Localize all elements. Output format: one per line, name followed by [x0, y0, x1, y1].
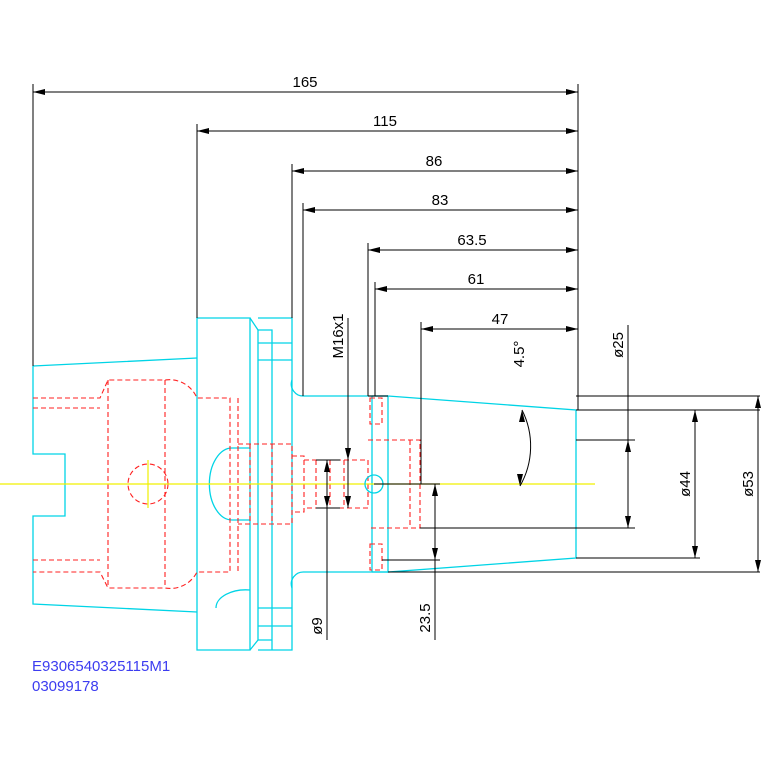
label-86: 86	[426, 153, 443, 170]
set-screw-top	[369, 397, 383, 425]
label-dia25: ø25	[610, 332, 627, 358]
dia-extension-lines	[368, 395, 760, 573]
shank-bore-hidden	[33, 379, 231, 589]
angle-arc	[519, 409, 532, 487]
label-dia9: ø9	[309, 617, 326, 635]
part-code: E9306540325115M1	[32, 658, 170, 675]
dimension-labels: 165 115 86 83 63.5 61 47 4.5° M16x1 ø25 …	[292, 74, 757, 635]
label-taper-angle: 4.5°	[511, 341, 528, 368]
set-screw-bottom	[369, 543, 383, 571]
angle-arrowheads	[517, 410, 525, 486]
label-dia44: ø44	[677, 471, 694, 497]
label-61: 61	[468, 271, 485, 288]
label-47: 47	[492, 311, 509, 328]
label-thread: M16x1	[330, 313, 347, 358]
label-165: 165	[292, 74, 317, 91]
extension-lines	[32, 84, 579, 484]
dia9-arrowheads	[324, 460, 330, 508]
label-115: 115	[373, 113, 397, 130]
dim-23-5-line	[374, 483, 440, 640]
shank-taper-outline	[32, 357, 198, 613]
part-number: 03099178	[32, 678, 99, 695]
label-83: 83	[432, 192, 449, 209]
label-dia53: ø53	[740, 471, 757, 497]
arrowheads	[33, 89, 578, 332]
dim-dia53-line	[576, 395, 760, 572]
label-63-5: 63.5	[457, 232, 486, 249]
label-23-5: 23.5	[417, 603, 434, 632]
flange-corner-arc	[215, 589, 251, 609]
m16-arrowheads	[345, 448, 351, 508]
dim-dia9-line	[316, 459, 340, 640]
flange-inner-lines	[258, 342, 292, 627]
neck-outline	[290, 379, 388, 589]
dimension-lines	[32, 84, 761, 640]
